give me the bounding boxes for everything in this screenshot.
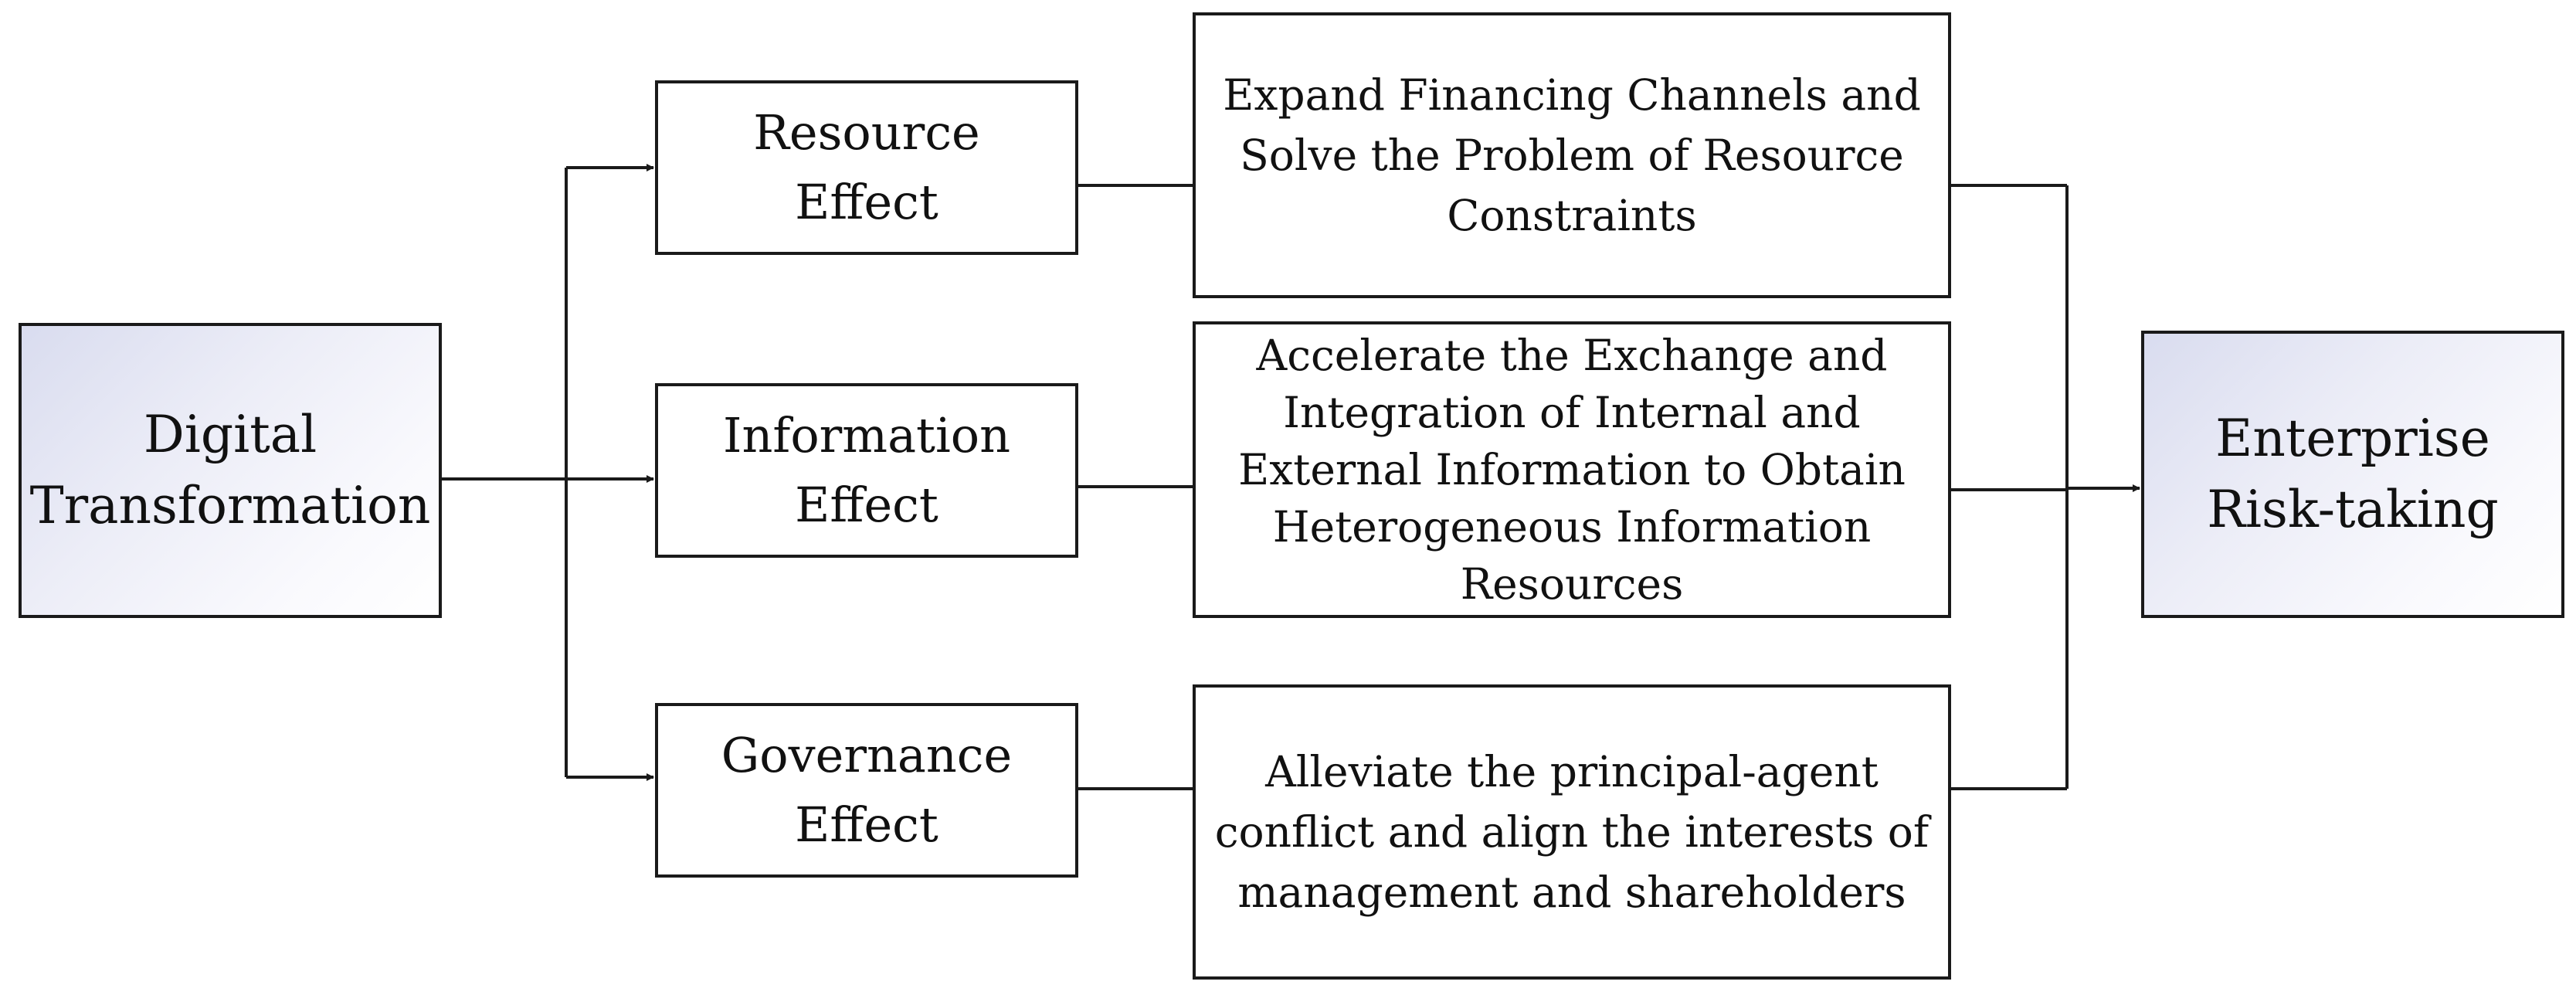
node-text-line: Solve the Problem of Resource [1240,131,1904,180]
node-text-line: conflict and align the interests of [1214,807,1929,857]
node-digital-transformation: Digital Transformation [19,323,442,618]
node-text-line: Effect [795,477,938,533]
node-text-line: Effect [795,174,938,230]
node-text-line: Expand Financing Channels and [1223,70,1921,120]
node-text-line: Governance [721,727,1013,783]
node-enterprise-risk-taking: Enterprise Risk-taking [2141,331,2564,618]
node-alleviate-principal-agent-conflict: Alleviate the principal-agent conflict a… [1193,684,1951,980]
node-text-line: External Information to Obtain [1238,445,1906,494]
node-text-line: Risk-taking [2207,480,2499,539]
node-governance-effect: Governance Effect [655,703,1078,878]
node-text-line: Information [722,407,1011,464]
node-text-line: Digital [143,405,317,464]
node-text-line: Effect [795,796,938,853]
node-text-line: Constraints [1447,191,1697,240]
node-text-line: Transformation [29,476,431,535]
node-text-line: Integration of Internal and [1283,388,1861,437]
node-text-line: Heterogeneous Information [1272,502,1872,552]
node-text-line: Accelerate the Exchange and [1256,331,1888,380]
node-accelerate-information-exchange: Accelerate the Exchange and Integration … [1193,321,1951,618]
node-text-line: management and shareholders [1237,868,1906,917]
node-resource-effect: Resource Effect [655,80,1078,255]
node-expand-financing-channels: Expand Financing Channels and Solve the … [1193,12,1951,298]
node-text-line: Resource [753,104,980,161]
node-text-line: Alleviate the principal-agent [1265,747,1879,796]
node-text-line: Resources [1460,559,1684,609]
node-text-line: Enterprise [2215,409,2490,468]
node-information-effect: Information Effect [655,383,1078,558]
